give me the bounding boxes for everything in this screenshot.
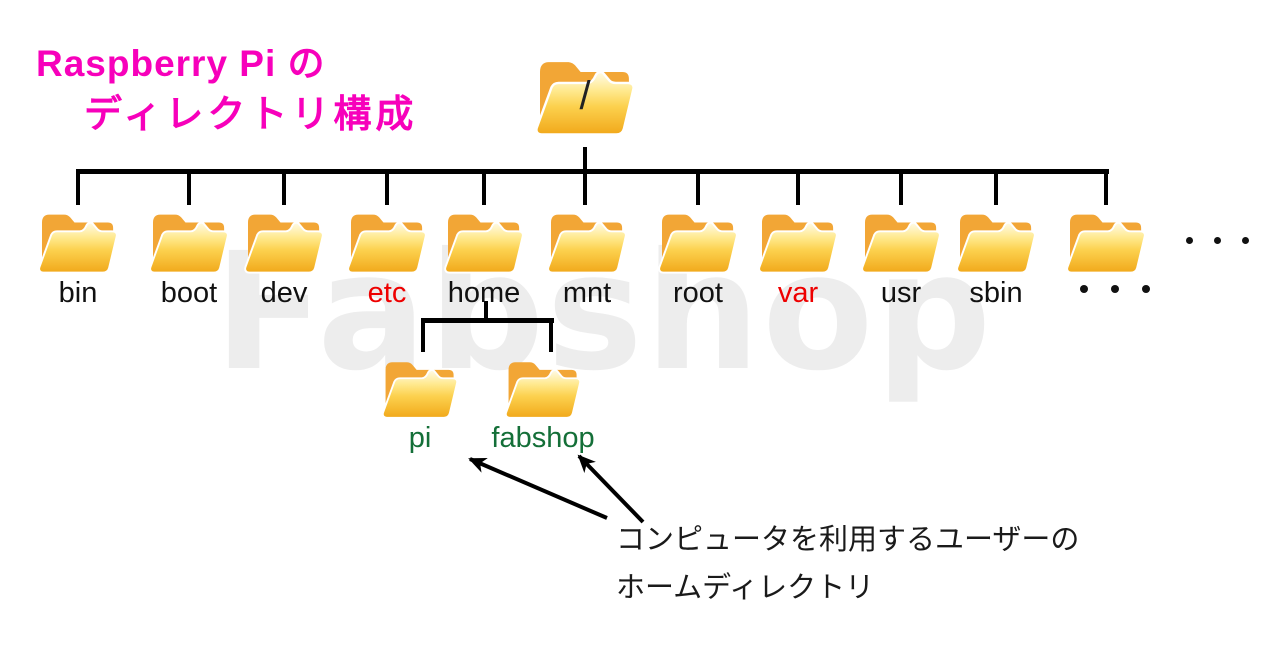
home-bracket-line: [421, 318, 554, 323]
folder-label: fabshop: [491, 422, 595, 454]
folder-home: home: [424, 205, 544, 308]
drop-line-usr: [899, 172, 903, 205]
folder-label: mnt: [562, 277, 612, 309]
dot-icon: [1242, 237, 1249, 244]
folder-icon: [38, 213, 118, 274]
folder-label: home: [447, 277, 521, 309]
folder-root: root: [638, 205, 758, 308]
drop-line-dev: [282, 172, 286, 205]
home-stem-line: [484, 301, 488, 321]
folder-fabshop: fabshop: [483, 353, 603, 453]
folder-icon: [1066, 213, 1146, 274]
note-line-2: ホームディレクトリ: [616, 572, 875, 604]
ellipsis-label: [1080, 285, 1150, 293]
folder-etc: etc: [327, 205, 447, 308]
folder-label: bin: [58, 277, 98, 309]
dot-icon: [1080, 285, 1088, 293]
folder-icon: [956, 213, 1036, 274]
drop-line-pi: [421, 321, 425, 352]
folder-label: boot: [160, 277, 218, 309]
dot-icon: [1186, 237, 1193, 244]
drop-line-boot: [187, 172, 191, 205]
title-line-1: Raspberry Pi の: [36, 43, 326, 84]
root-directory: /: [530, 50, 640, 140]
folder-icon: [504, 361, 582, 419]
folder-icon: [381, 361, 459, 419]
drop-line-var: [796, 172, 800, 205]
folder-icon: [658, 213, 738, 274]
folder-dev: dev: [224, 205, 344, 308]
folder-pi: pi: [360, 353, 480, 453]
folder-icon: [149, 213, 229, 274]
diagram-title: Raspberry Pi の ディレクトリ構成: [36, 43, 418, 136]
folder-label: var: [777, 277, 819, 309]
note-line-1: コンピュータを利用するユーザーの: [616, 524, 1080, 556]
folder-more: [1046, 205, 1166, 293]
drop-line-more: [1104, 172, 1108, 205]
folder-icon: [347, 213, 427, 274]
home-directory-note: コンピュータを利用するユーザーの ホームディレクトリ: [616, 516, 1079, 612]
folder-bin: bin: [18, 205, 138, 308]
folder-label: usr: [880, 277, 922, 309]
drop-line-sbin: [994, 172, 998, 205]
folder-label: etc: [367, 277, 407, 309]
dot-icon: [1214, 237, 1221, 244]
folder-label: sbin: [969, 277, 1023, 309]
folder-icon: [244, 213, 324, 274]
folder-mnt: mnt: [527, 205, 647, 308]
drop-line-etc: [385, 172, 389, 205]
folder-icon: [861, 213, 941, 274]
drop-line-bin: [76, 172, 80, 205]
root-directory-label: /: [579, 74, 591, 118]
folder-sbin: sbin: [936, 205, 1056, 308]
drop-line-home: [482, 172, 486, 205]
folder-var: var: [738, 205, 858, 308]
title-line-2: ディレクトリ構成: [84, 93, 418, 136]
folder-icon: [547, 213, 627, 274]
dot-icon: [1111, 285, 1119, 293]
folder-icon: [444, 213, 524, 274]
arrow-to-fabshop: [577, 454, 645, 524]
root-stem-line: [583, 147, 587, 172]
folder-label: pi: [408, 422, 432, 454]
ellipsis-more-siblings: [1186, 237, 1249, 244]
folder-boot: boot: [129, 205, 249, 308]
drop-line-fabshop: [549, 321, 553, 352]
drop-line-root: [696, 172, 700, 205]
folder-usr: usr: [841, 205, 961, 308]
arrow-to-pi: [468, 457, 608, 520]
folder-label: dev: [260, 277, 308, 309]
dot-icon: [1142, 285, 1150, 293]
drop-line-mnt: [583, 172, 587, 205]
trunk-line: [76, 169, 1109, 174]
folder-label: root: [673, 277, 723, 309]
folder-icon: [758, 213, 838, 274]
